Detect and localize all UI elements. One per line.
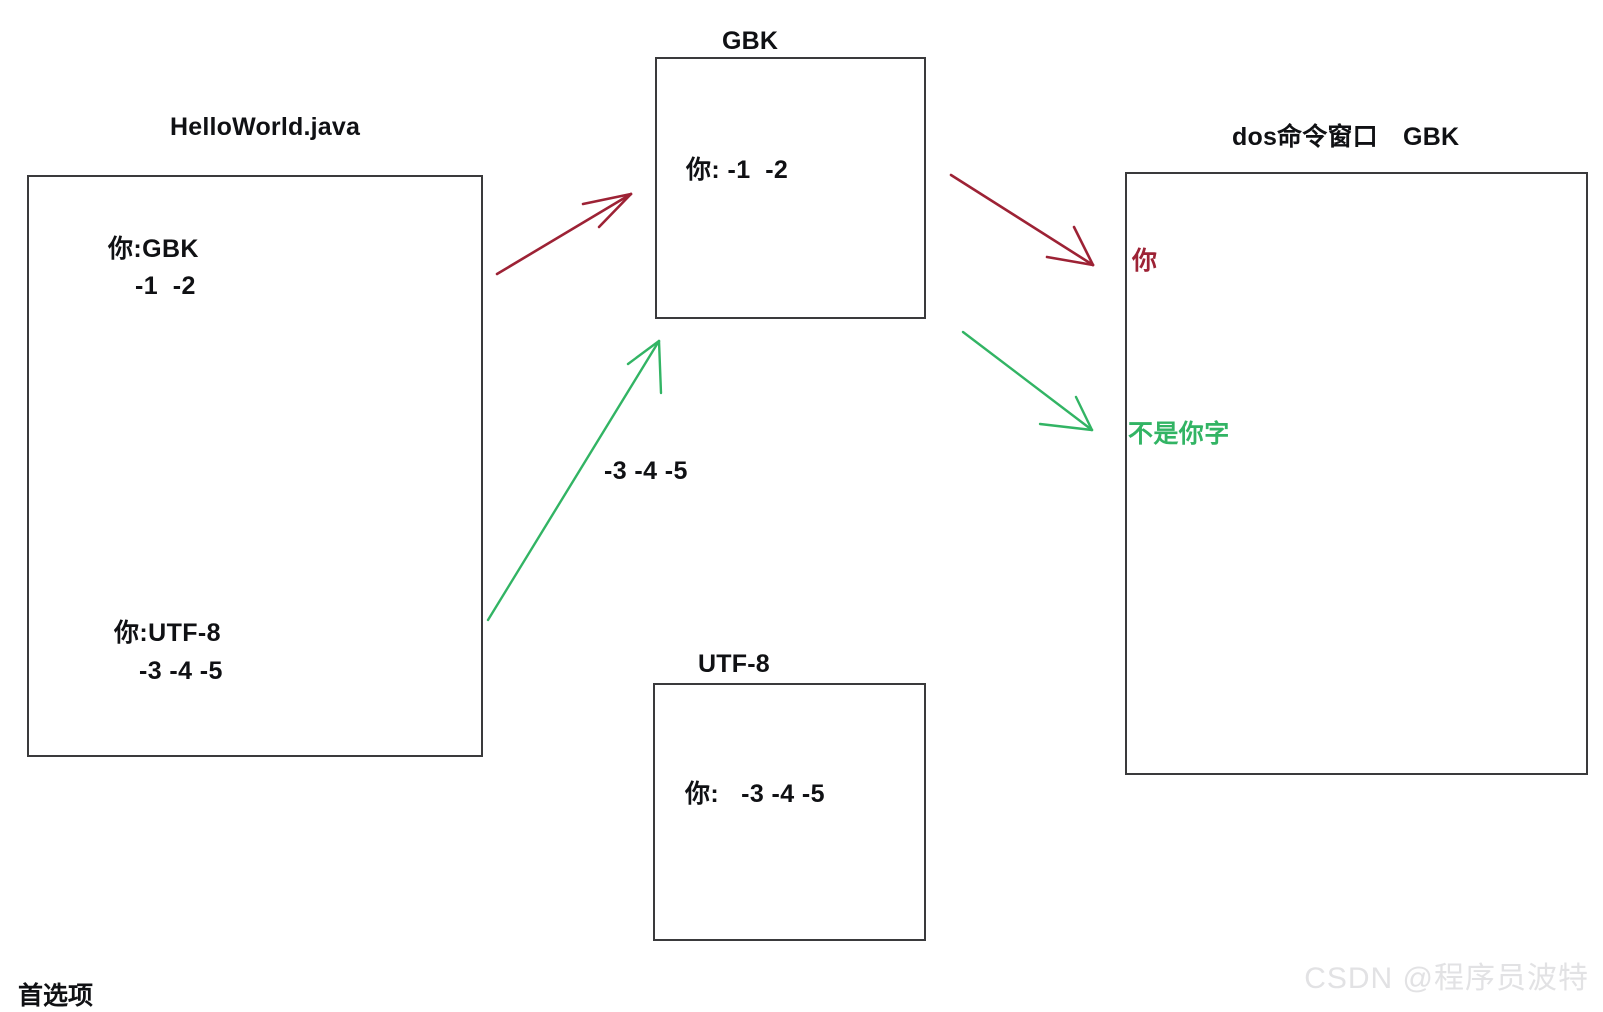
- source-file-line-1: -1 -2: [135, 272, 196, 300]
- gbk-buffer-box: 你: -1 -2: [655, 57, 926, 319]
- arrow-gbk-buffer-to-dos-garbled: [961, 330, 1094, 432]
- utf8-buffer-title: UTF-8: [698, 650, 770, 678]
- gbk-buffer-title: GBK: [722, 27, 779, 55]
- edge-label-utf8-bytes: -3 -4 -5: [604, 457, 688, 485]
- utf8-buffer-box: 你: -3 -4 -5: [653, 683, 926, 941]
- source-file-title: HelloWorld.java: [170, 113, 361, 141]
- csdn-watermark: CSDN @程序员波特: [1304, 962, 1589, 995]
- source-file-line-2: 你:UTF-8: [114, 619, 221, 647]
- dos-output-green: 不是你字: [1128, 420, 1230, 448]
- dos-window-box: 你 不是你字: [1125, 172, 1588, 775]
- arrow-source-gbk-to-gbk-buffer: [495, 192, 633, 276]
- dos-window-title: dos命令窗口 GBK: [1232, 123, 1460, 151]
- arrow-gbk-buffer-to-dos: [949, 173, 1095, 267]
- cutoff-bottom-text: 首选项: [18, 982, 94, 1010]
- gbk-buffer-line-0: 你: -1 -2: [686, 156, 789, 184]
- source-file-line-0: 你:GBK: [108, 235, 199, 263]
- source-file-box: 你:GBK -1 -2 你:UTF-8 -3 -4 -5: [27, 175, 483, 757]
- utf8-buffer-line-0: 你: -3 -4 -5: [685, 780, 825, 808]
- source-file-line-3: -3 -4 -5: [139, 657, 223, 685]
- dos-output-red: 你: [1132, 247, 1158, 275]
